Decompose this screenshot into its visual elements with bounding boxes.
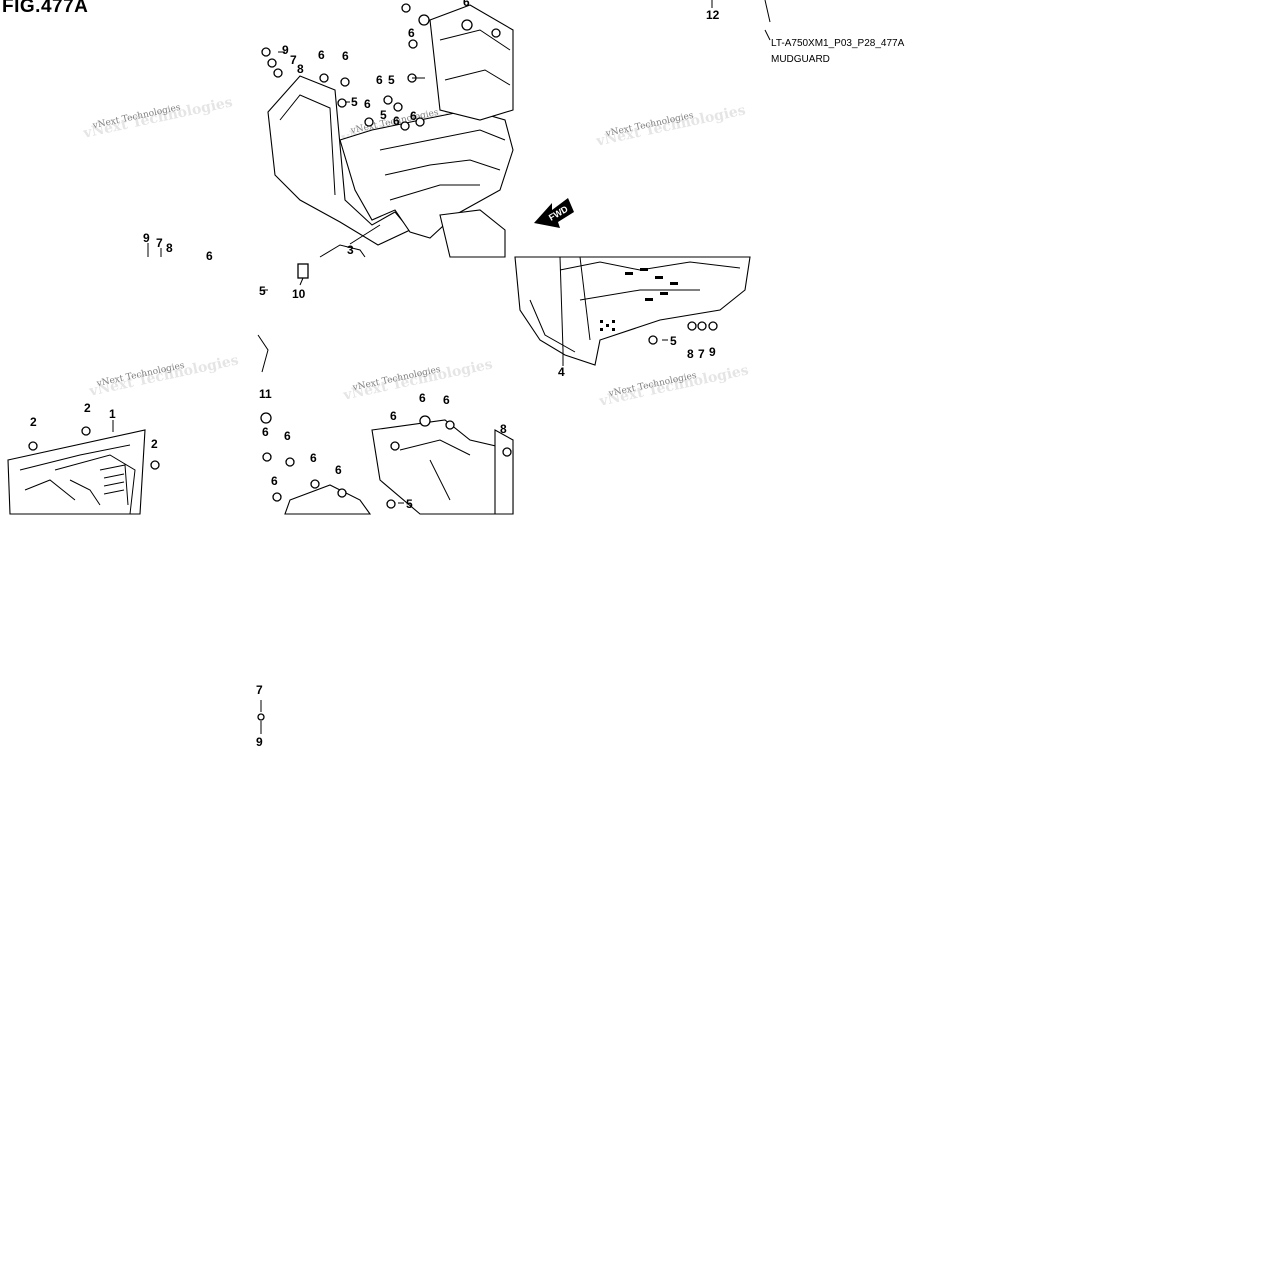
callout-3: 3 — [347, 243, 354, 257]
callout-10: 10 — [292, 287, 306, 301]
callout-7: 7 — [156, 236, 163, 250]
callout-12: 12 — [706, 8, 720, 22]
callout-5: 5 — [259, 284, 266, 298]
callout-5: 5 — [380, 108, 387, 122]
callout-2: 2 — [151, 437, 158, 451]
callout-2: 2 — [84, 401, 91, 415]
callout-8: 8 — [166, 241, 173, 255]
callout-6: 6 — [310, 451, 317, 465]
callout-8: 8 — [297, 62, 304, 76]
inner-fender-drawing — [257, 334, 514, 515]
callout-4: 4 — [558, 365, 565, 379]
fwd-arrow: FWD — [534, 198, 574, 228]
callout-11: 11 — [259, 387, 272, 401]
figure-code: LT-A750XM1_P03_P28_477A — [771, 38, 905, 49]
callout-6: 6 — [206, 249, 213, 263]
callout-7: 7 — [698, 347, 705, 361]
callout-5: 5 — [406, 497, 413, 511]
callout-6: 6 — [262, 425, 269, 439]
callout-7: 7 — [256, 683, 263, 697]
fastener-group — [261, 3, 501, 279]
rear-mudguard-drawing — [514, 256, 751, 366]
callout-6: 6 — [335, 463, 342, 477]
figure-title: FIG.477A — [2, 0, 89, 17]
callout-6: 6 — [376, 73, 383, 87]
callout-9: 9 — [256, 735, 263, 749]
callout-9: 9 — [282, 43, 289, 57]
callout-6: 6 — [419, 391, 426, 405]
callout-6: 6 — [393, 114, 400, 128]
callout-1: 1 — [109, 407, 116, 421]
callout-6: 6 — [342, 49, 349, 63]
callout-6: 6 — [284, 429, 291, 443]
front-mudguard-drawing: FWD — [261, 3, 574, 291]
callout-5: 5 — [388, 73, 395, 87]
callout-2: 2 — [30, 415, 37, 429]
callout-7: 7 — [290, 53, 297, 67]
callout-6: 6 — [443, 393, 450, 407]
callout-labels: 12 6 9 7 8 6 6 6 6 5 5 6 5 6 6 3 9 7 8 6… — [30, 0, 720, 749]
callout-8: 8 — [687, 347, 694, 361]
callout-6: 6 — [410, 109, 417, 123]
callout-6: 6 — [271, 474, 278, 488]
callout-6: 6 — [390, 409, 397, 423]
front-panel-drawing — [7, 420, 160, 515]
footrest-holes — [600, 268, 678, 331]
callout-6: 6 — [408, 26, 415, 40]
callout-8: 8 — [500, 422, 507, 436]
callout-6: 6 — [318, 48, 325, 62]
callout-9: 9 — [143, 231, 150, 245]
callout-9: 9 — [709, 345, 716, 359]
figure-name: MUDGUARD — [771, 54, 830, 65]
callout-6: 6 — [463, 0, 470, 9]
callout-6: 6 — [364, 97, 371, 111]
callout-5: 5 — [351, 95, 358, 109]
callout-5: 5 — [670, 334, 677, 348]
